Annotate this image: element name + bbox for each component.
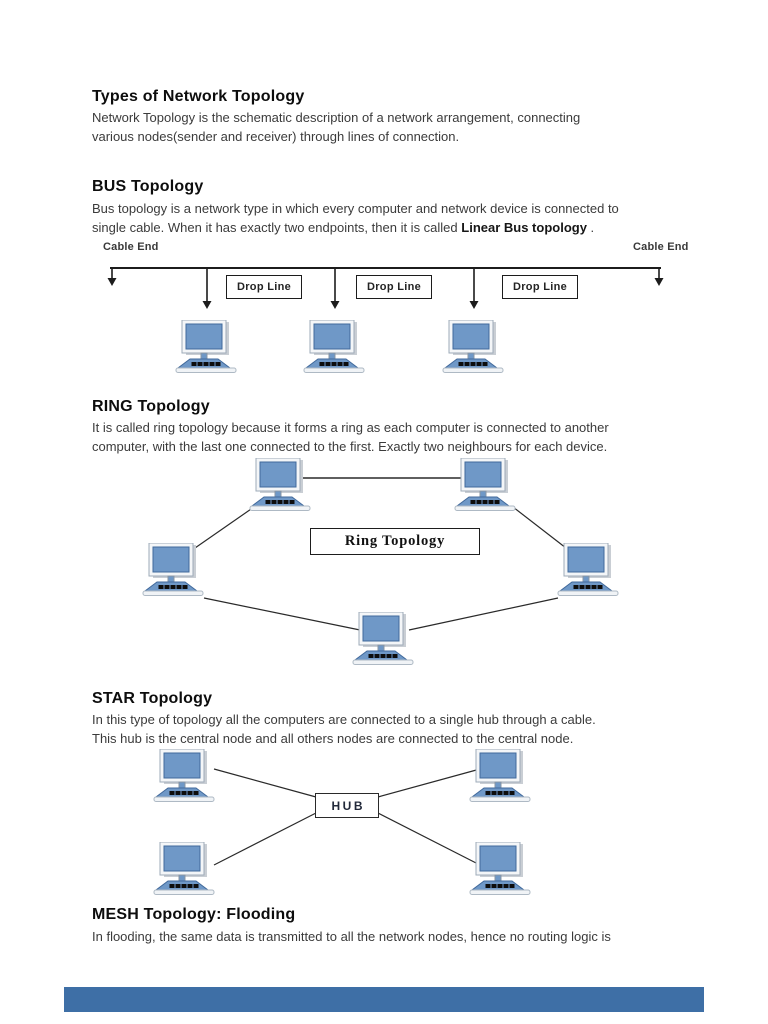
intro-paragraph: Network Topology is the schematic descri… <box>92 110 581 144</box>
computer-icon <box>557 543 619 596</box>
bus-paragraph: Bus topology is a network type in which … <box>92 199 702 237</box>
cable-end-label-left: Cable End <box>103 241 159 253</box>
ring-diagram: Ring Topology <box>0 452 768 684</box>
arrow-down-icon <box>107 278 117 286</box>
computer-icon <box>442 320 504 373</box>
arrow-down-icon <box>469 301 479 309</box>
cable-end-label-right: Cable End <box>633 241 689 253</box>
star-connection-lines <box>213 768 481 866</box>
arrow-down-icon <box>202 301 212 309</box>
ring-topology-label: Ring Topology <box>344 533 446 549</box>
computer-icon <box>303 320 365 373</box>
star-diagram: HUB <box>0 745 768 900</box>
drop-line-label: Drop Line <box>366 281 422 293</box>
ring-connection-lines <box>194 477 567 631</box>
bus-paragraph-bold: Linear Bus topology <box>461 220 587 235</box>
computer-icon <box>249 458 311 511</box>
computer-icon <box>469 842 531 895</box>
arrow-down-icon <box>330 301 340 309</box>
mesh-paragraph: In flooding, the same data is transmitte… <box>92 929 611 944</box>
arrow-down-icon <box>654 278 664 286</box>
bus-paragraph-period: . <box>586 220 595 235</box>
page-title: Types of Network Topology <box>92 88 305 105</box>
computer-icon <box>153 749 215 802</box>
computer-icon <box>352 612 414 665</box>
computer-icon <box>454 458 516 511</box>
drop-line-box-3: Drop Line <box>502 275 578 299</box>
drop-line-label: Drop Line <box>236 281 292 293</box>
computer-icon <box>469 749 531 802</box>
hub-box: HUB <box>315 793 379 818</box>
bus-diagram: Cable End Cable End Drop Line Drop Line … <box>0 238 768 388</box>
drop-line-box-2: Drop Line <box>356 275 432 299</box>
hub-label: HUB <box>331 798 365 813</box>
drop-line-label: Drop Line <box>512 281 568 293</box>
mesh-heading: MESH Topology: Flooding <box>92 906 296 923</box>
computer-icon <box>142 543 204 596</box>
bus-line-and-arrows <box>107 267 664 309</box>
bus-heading: BUS Topology <box>92 178 204 195</box>
star-heading: STAR Topology <box>92 690 213 707</box>
bus-paragraph-text: Bus topology is a network type in which … <box>92 201 619 235</box>
ring-paragraph: It is called ring topology because it fo… <box>92 420 609 454</box>
star-paragraph: In this type of topology all the compute… <box>92 712 596 746</box>
ring-topology-label-box: Ring Topology <box>310 528 480 555</box>
bottom-blue-bar <box>64 987 704 1012</box>
drop-line-box-1: Drop Line <box>226 275 302 299</box>
computer-icon <box>153 842 215 895</box>
computer-icon <box>175 320 237 373</box>
ring-heading: RING Topology <box>92 398 210 415</box>
